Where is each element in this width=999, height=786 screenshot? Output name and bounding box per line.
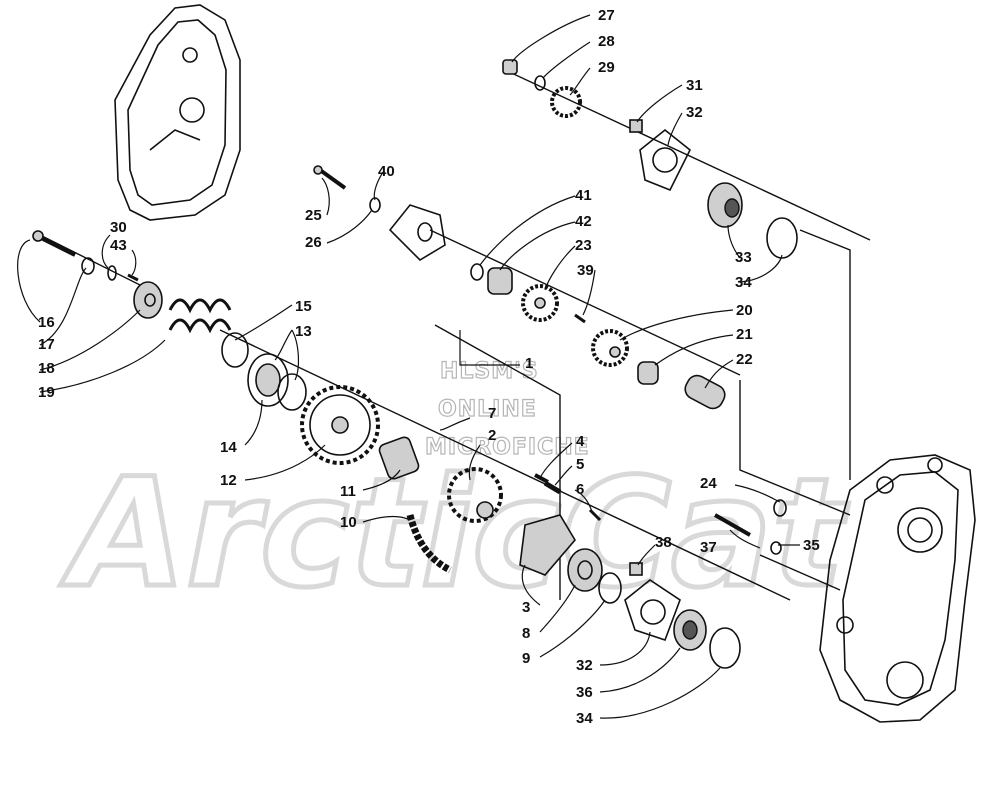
callout-17: 17 [38,336,55,353]
callout-35: 35 [803,537,820,554]
callout-8: 8 [522,625,530,642]
callout-22: 22 [736,351,753,368]
callout-19: 19 [38,384,55,401]
callout-32-lower: 32 [576,657,593,674]
callout-39: 39 [577,262,594,279]
callout-11: 11 [340,483,356,500]
callout-6: 6 [576,481,584,498]
callout-42: 42 [575,213,592,230]
callout-4: 4 [576,433,585,450]
callout-26: 26 [305,234,322,251]
watermark-line-3: MICROFICHE [425,435,590,460]
callout-36: 36 [576,684,593,701]
watermark-line-2: ONLINE [438,397,537,422]
leader-lines [17,14,800,719]
callout-43: 43 [110,237,127,254]
callout-27: 27 [598,7,615,24]
callout-28: 28 [598,33,615,50]
callout-37: 37 [700,539,717,556]
callout-24: 24 [700,475,717,492]
callout-9: 9 [522,650,530,667]
callout-12: 12 [220,472,237,489]
callout-34-upper: 34 [735,274,752,291]
callout-1: 1 [525,355,533,372]
callout-labels: 1 2 3 4 5 6 7 8 9 10 11 12 13 14 15 16 1… [38,7,820,727]
callout-41: 41 [575,187,592,204]
chaincase-cover [114,4,241,221]
callout-2: 2 [488,427,496,444]
watermark-brand: ArcticCat [60,447,849,621]
callout-7: 7 [488,405,496,422]
callout-25: 25 [305,207,322,224]
callout-10: 10 [340,514,357,531]
callout-32-upper: 32 [686,104,703,121]
assembly-lines [39,69,871,601]
callout-40: 40 [378,163,395,180]
callout-31: 31 [686,77,703,94]
watermark-line-1: HLSM'S [440,359,539,384]
callout-14: 14 [220,439,237,456]
callout-33: 33 [735,249,752,266]
parts [32,59,798,669]
callout-15: 15 [295,298,312,315]
callout-16: 16 [38,314,55,331]
callout-29: 29 [598,59,615,76]
callout-5: 5 [576,456,584,473]
callout-21: 21 [736,326,753,343]
watermark: ArcticCat HLSM'S ONLINE MICROFICHE [58,358,852,623]
callout-30: 30 [110,219,127,236]
callout-18: 18 [38,360,55,377]
callout-23: 23 [575,237,592,254]
callout-13: 13 [295,323,312,340]
callout-34-lower: 34 [576,710,593,727]
callout-3: 3 [522,599,530,616]
callout-20: 20 [736,302,753,319]
callout-38: 38 [655,534,672,551]
chaincase-housing [819,454,976,723]
